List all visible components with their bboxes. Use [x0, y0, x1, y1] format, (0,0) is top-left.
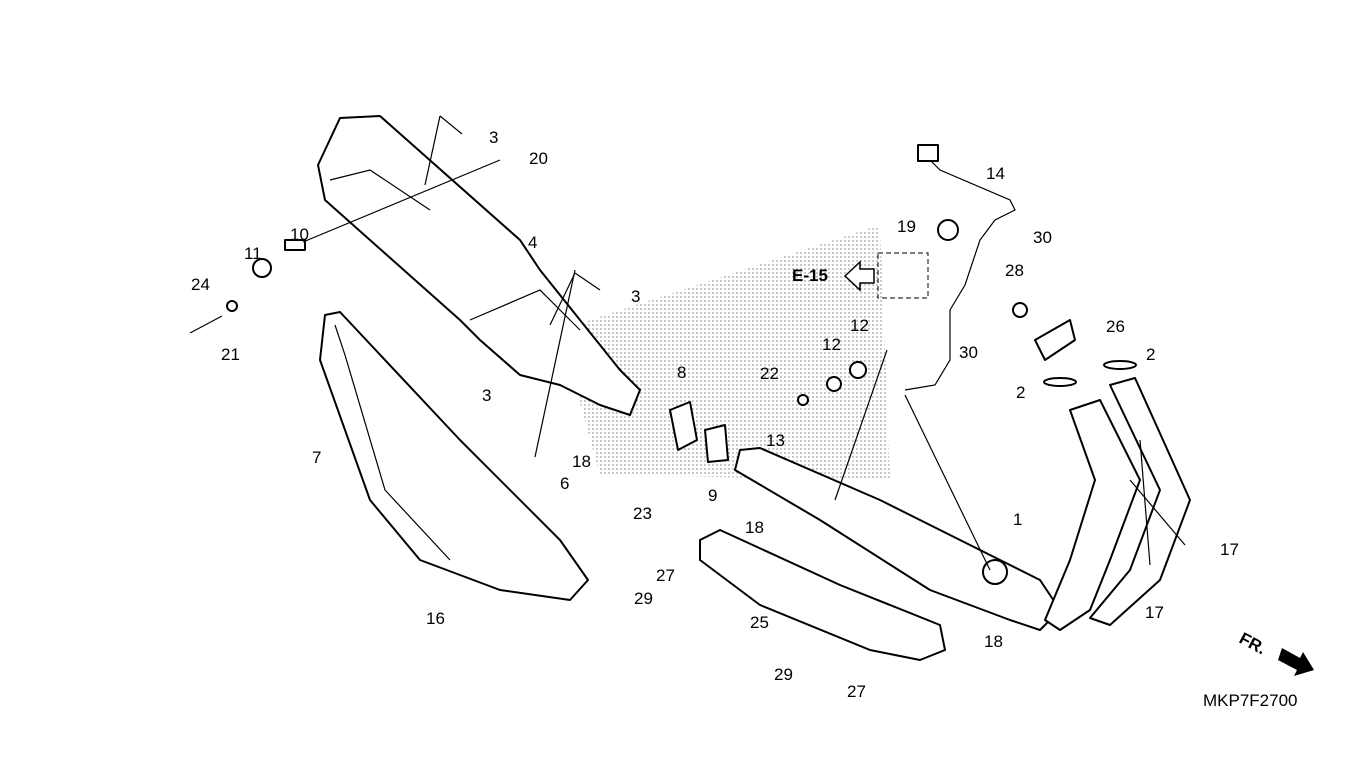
callout-12: 12 [822, 335, 841, 354]
o2-sensor-harness [877, 144, 1016, 391]
callout-18: 18 [984, 632, 1003, 651]
callout-20: 20 [529, 149, 548, 168]
callout-10: 10 [290, 225, 309, 244]
callout-27: 27 [847, 682, 866, 701]
drawing-code: MKP7F2700 [1203, 691, 1298, 710]
callout-1: 1 [1013, 510, 1022, 529]
callout-18: 18 [572, 452, 591, 471]
callout-3: 3 [489, 128, 498, 147]
callout-29: 29 [634, 589, 653, 608]
callout-19: 19 [897, 217, 916, 236]
callout-8: 8 [677, 363, 686, 382]
callout-7: 7 [312, 448, 321, 467]
section-ref-arrow-icon [843, 260, 875, 292]
callout-13: 13 [766, 431, 785, 450]
section-ref-e15: E-15 [792, 260, 875, 292]
callout-25: 25 [750, 613, 769, 632]
callout-27: 27 [656, 566, 675, 585]
callout-9: 9 [708, 486, 717, 505]
front-direction-indicator: FR. [1236, 629, 1314, 676]
callout-30: 30 [959, 343, 978, 362]
callout-2: 2 [1016, 383, 1025, 402]
muffler-heat-shield [319, 311, 589, 601]
callout-28: 28 [1005, 261, 1024, 280]
callout-2: 2 [1146, 345, 1155, 364]
callout-12: 12 [850, 316, 869, 335]
callout-17: 17 [1220, 540, 1239, 559]
front-direction-label: FR. [1236, 629, 1269, 659]
leader-lines [302, 115, 1186, 571]
callout-17: 17 [1145, 603, 1164, 622]
callout-23: 23 [633, 504, 652, 523]
exhaust-pipe-protector [699, 529, 946, 661]
callout-21: 21 [221, 345, 240, 364]
callout-3: 3 [482, 386, 491, 405]
callout-16: 16 [426, 609, 445, 628]
callout-4: 4 [528, 233, 537, 252]
callout-14: 14 [986, 164, 1005, 183]
callout-29: 29 [774, 665, 793, 684]
callout-30: 30 [1033, 228, 1052, 247]
callout-18: 18 [745, 518, 764, 537]
callout-26: 26 [1106, 317, 1125, 336]
callout-3: 3 [631, 287, 640, 306]
small-parts [189, 219, 1137, 463]
section-ref-label: E-15 [792, 266, 828, 285]
stipple-area [560, 225, 890, 480]
callout-11: 11 [244, 244, 262, 263]
callout-6: 6 [560, 474, 569, 493]
exhaust-pipe-assembly [734, 377, 1191, 631]
front-direction-arrow-icon [1278, 648, 1314, 676]
callout-22: 22 [760, 364, 779, 383]
callout-24: 24 [191, 275, 210, 294]
